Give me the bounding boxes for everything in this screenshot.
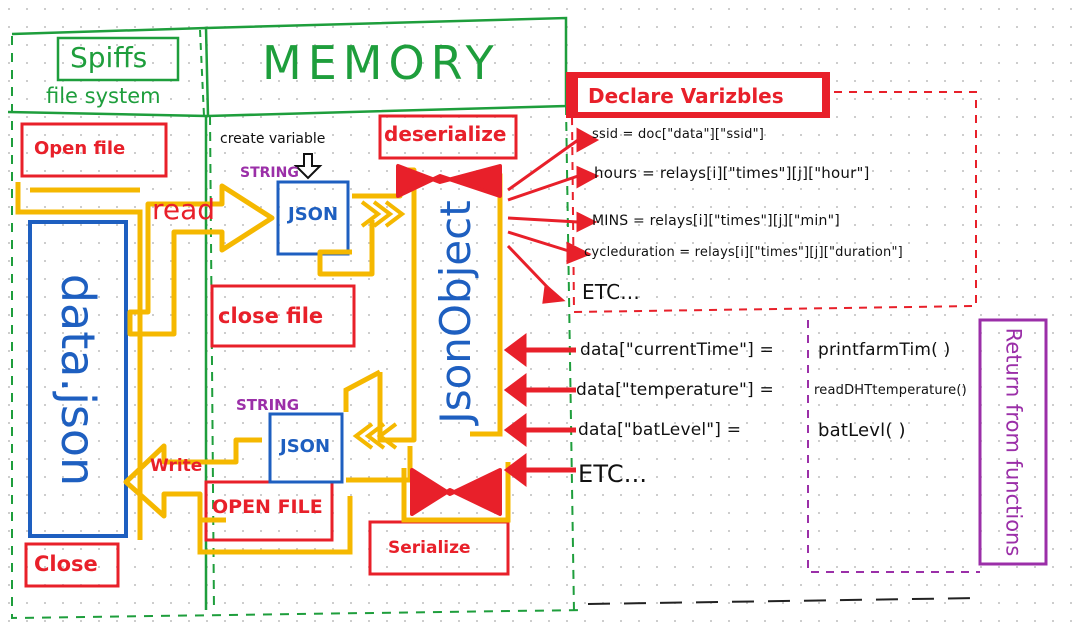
json-write-box: [268, 412, 344, 484]
declare-line-cycleduration: cycleduration = relays[i]["times"][j]["d…: [584, 245, 903, 260]
assign-line-batlevel-left: data["batLevel"] =: [578, 420, 742, 440]
read-arrow: [127, 183, 275, 337]
assign-region-border: [807, 320, 980, 573]
serialize-chevron: [410, 468, 502, 516]
close-box: [24, 542, 120, 588]
memory-region-border: [11, 36, 586, 620]
json-read-label: JSON: [288, 204, 339, 225]
open-file-label: Open file: [34, 138, 126, 159]
json-object-outline-2: [317, 220, 375, 277]
serialize-label: Serialize: [388, 538, 471, 558]
declare-title: Declare Varizbles: [588, 84, 784, 108]
open-file-box: [20, 122, 168, 178]
memory-frame-top-edge: [11, 26, 207, 36]
json-write-label: JSON: [280, 436, 331, 457]
assign-arrows: [503, 333, 576, 487]
assign-line-current-time-right: printfarmTim( ): [818, 340, 951, 360]
return-box: [978, 318, 1048, 566]
declare-line-ssid: ssid = doc["data"]["ssid"]: [592, 127, 765, 142]
declare-region-border: [571, 91, 977, 314]
json-object-label: JsonObject: [431, 200, 480, 424]
string-type-read: STRING: [240, 165, 299, 181]
assign-line-temperature-right: readDHTtemperature(): [814, 383, 967, 398]
memory-right-dashed: [565, 105, 575, 613]
string-type-write: STRING: [236, 396, 300, 414]
declare-title-inner: [578, 78, 822, 112]
close-file-box: [210, 284, 356, 348]
assign-line-batlevel-right: batLevl( ): [818, 420, 906, 441]
close-file-label: close file: [218, 304, 324, 328]
spiffs-divider: [7, 110, 208, 610]
declare-line-mins: MINS = relays[i]["times"][j]["min"]: [592, 213, 840, 229]
spiffs-title-box: [56, 36, 180, 82]
declare-line-hours: hours = relays[i]["times"][j]["hour"]: [594, 164, 870, 182]
close-label: Close: [34, 552, 98, 576]
chevrons-write: [352, 422, 398, 450]
create-variable-arrow: [293, 153, 323, 180]
write-arrow: [123, 437, 262, 523]
chevrons-read: [360, 200, 406, 228]
deserialize-box: [378, 114, 518, 160]
file-outline-yellow: [15, 182, 143, 540]
data-json-label: data.json: [51, 273, 105, 487]
read-label: read: [152, 193, 216, 226]
write-label: Write: [150, 456, 203, 476]
deserialize-chevron: [396, 164, 502, 198]
memory-title: MEMORY: [262, 36, 500, 90]
declare-arrows: [506, 127, 600, 304]
spiffs-subtitle: file system: [46, 84, 161, 108]
bottom-dashed-line: [587, 597, 981, 605]
spiffs-title: Spiffs: [70, 41, 148, 74]
return-label: Return from functions: [1001, 327, 1026, 557]
deserialize-label: deserialize: [384, 122, 507, 146]
assign-line-current-time-left: data["currentTime"] =: [580, 340, 774, 360]
json-read-box: [276, 180, 350, 256]
open-file-write-label: OPEN FILE: [212, 496, 323, 518]
assign-line-temperature-left: data["temperature"] =: [576, 380, 774, 400]
write-arrow-loop: [197, 496, 353, 555]
memory-left-dashed: [209, 115, 215, 613]
spiffs-dashed-divider: [199, 29, 205, 117]
data-json-file-box: [28, 220, 128, 538]
serialize-arrow-outline: [401, 462, 511, 523]
create-variable-label: create variable: [220, 131, 326, 147]
assign-etc: ETC...: [578, 460, 648, 488]
declare-line-etc: ETC...: [582, 280, 640, 304]
